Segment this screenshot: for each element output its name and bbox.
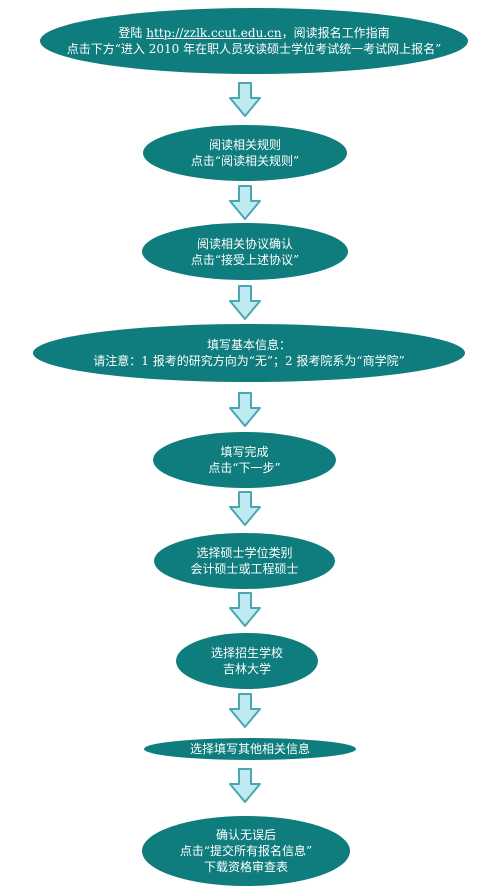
step-7-line-1: 选择招生学校 <box>210 646 283 660</box>
step-8-line-1: 选择填写其他相关信息 <box>189 742 310 756</box>
arrow-down-icon <box>229 185 261 220</box>
step-9-line-2: 点击“提交所有报名信息” <box>179 844 313 858</box>
step-9-line-1: 确认无误后 <box>215 828 276 842</box>
step-5-complete: 填写完成 点击“下一步” <box>153 432 336 488</box>
step-4-line-1: 填写基本信息： <box>206 338 291 352</box>
step-2-line-2: 点击“阅读相关规则” <box>190 154 300 168</box>
step-1-login: 登陆 http://zzlk.ccut.edu.cn，阅读报名工作指南 点击下方… <box>40 8 468 74</box>
arrow-down-icon <box>229 82 261 117</box>
arrow-down-icon <box>229 491 261 526</box>
step-8-other-info: 选择填写其他相关信息 <box>144 738 356 760</box>
step-2-read-rules: 阅读相关规则 点击“阅读相关规则” <box>143 125 347 181</box>
arrow-down-icon <box>229 592 261 627</box>
arrow-down-icon <box>229 768 261 803</box>
step-9-line-3: 下载资格审查表 <box>203 860 288 874</box>
step-1-prefix: 登陆 <box>118 26 143 40</box>
step-3-accept-agreement: 阅读相关协议确认 点击“接受上述协议” <box>142 223 348 280</box>
step-7-school: 选择招生学校 吉林大学 <box>176 633 318 689</box>
arrow-down-icon <box>229 285 261 320</box>
step-6-degree-type: 选择硕士学位类别 会计硕士或工程硕士 <box>154 533 335 589</box>
step-3-line-2: 点击“接受上述协议” <box>190 252 300 267</box>
step-1-suffix: ，阅读报名工作指南 <box>281 26 390 40</box>
step-2-line-1: 阅读相关规则 <box>208 138 281 152</box>
step-4-basic-info: 填写基本信息： 请注意：1 报考的研究方向为“无”；2 报考院系为“商学院” <box>33 324 465 382</box>
step-4-line-2: 请注意：1 报考的研究方向为“无”；2 报考院系为“商学院” <box>93 354 405 368</box>
step-6-line-2: 会计硕士或工程硕士 <box>190 562 299 576</box>
step-1-url-link[interactable]: http://zzlk.ccut.edu.cn <box>146 26 282 40</box>
step-9-submit: 确认无误后 点击“提交所有报名信息” 下载资格审查表 <box>142 816 350 886</box>
arrow-down-icon <box>229 392 261 427</box>
step-1-line-1: 登陆 http://zzlk.ccut.edu.cn，阅读报名工作指南 <box>118 25 389 41</box>
step-5-line-1: 填写完成 <box>220 445 269 459</box>
arrow-down-icon <box>229 693 261 728</box>
step-7-line-2: 吉林大学 <box>222 662 271 676</box>
step-6-line-1: 选择硕士学位类别 <box>196 546 293 560</box>
step-1-line-2: 点击下方“进入 2010 年在职人员攻读硕士学位考试统一考试网上报名” <box>66 42 442 56</box>
step-5-line-2: 点击“下一步” <box>208 461 281 475</box>
step-3-line-1: 阅读相关协议确认 <box>196 236 293 251</box>
